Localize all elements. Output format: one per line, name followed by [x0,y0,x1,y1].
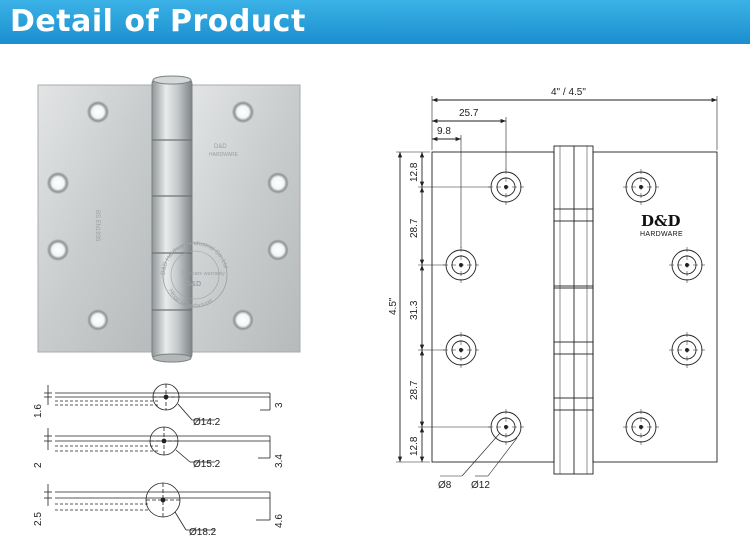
side-1-thickness: 1.6 [33,404,44,418]
side-2-knuckle: Ø15.2 [193,459,221,470]
side-2-thickness: 2 [33,462,44,468]
dim-width: 4" / 4.5" [551,87,586,98]
side-drawing-labels: 1.6 Ø14.2 3 2 Ø15.2 3.4 2.5 Ø18.2 4.6 [33,402,285,538]
side-drawing-1 [44,383,271,421]
side-1-knuckle: Ø14.2 [193,417,221,428]
photo-brand-mark: D&D [214,144,227,150]
drawing-brand-sub: HARDWARE [640,231,683,238]
screw-hole [232,309,254,331]
drawing-leaf-right [592,151,718,463]
screw-hole [47,172,69,194]
drawing-leaf-left [431,151,555,463]
side-drawing-2 [44,426,271,463]
screw-hole [267,172,289,194]
header-banner: Detail of Product [0,0,750,44]
dim-9-8: 9.8 [437,126,451,137]
drawing-brand-logo: D&D [641,212,681,230]
side-2-gap: 3.4 [274,454,285,468]
hinge-knuckle [151,77,193,361]
side-drawings [44,383,271,531]
screw-hole [232,101,254,123]
drawing-knuckle [553,145,594,475]
hinge-leaf-left [37,84,157,353]
front-drawing-labels: 4" / 4.5" 25.7 9.8 4.5" 12.8 28.7 31.3 2… [388,87,683,491]
front-drawing [396,96,718,477]
screw-hole [47,239,69,261]
screw-hole [87,101,109,123]
dim-height: 4.5" [388,297,399,315]
hinge-photo: D&D HARDWARE BS EN1935 D&D Hardware Indu… [37,75,301,363]
side-3-thickness: 2.5 [33,512,44,526]
dim-28-7-bottom: 28.7 [409,380,420,400]
screw-hole [87,309,109,331]
stamp-warranty: 12 years warranty [181,271,225,277]
screw-hole [267,239,289,261]
dim-12-8-bottom: 12.8 [409,436,420,456]
dim-hole-inner: Ø8 [438,480,452,491]
photo-brand-sub: HARDWARE [209,152,239,158]
hinge-leaf-right [189,84,301,353]
dim-12-8-top: 12.8 [409,162,420,182]
photo-plate-text: BS EN1935 [94,210,100,242]
page-title: Detail of Product [10,4,306,39]
dim-28-7-top: 28.7 [409,218,420,238]
side-3-gap: 4.6 [274,514,285,528]
stamp-brand: D&D [186,281,201,288]
side-3-knuckle: Ø18.2 [189,527,217,538]
dim-31-3: 31.3 [409,300,420,320]
side-drawing-3 [44,482,271,531]
dim-25-7: 25.7 [459,108,479,119]
dim-hole-outer: Ø12 [471,480,490,491]
side-1-gap: 3 [274,402,285,408]
